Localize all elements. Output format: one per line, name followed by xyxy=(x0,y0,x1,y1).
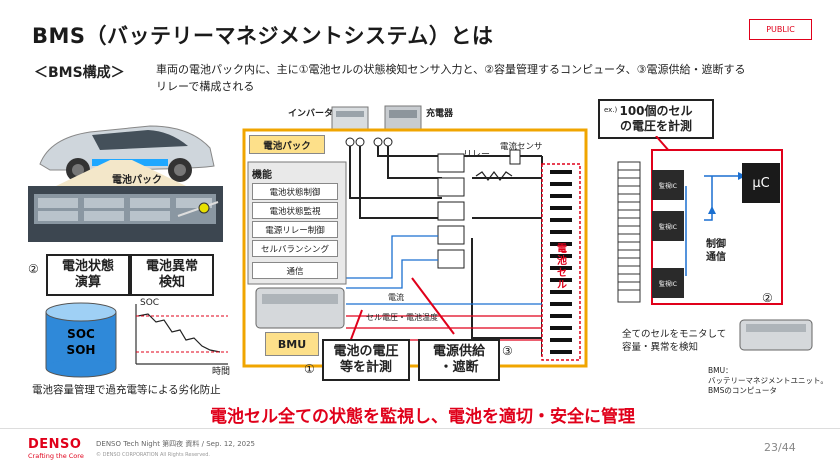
cell-label: 電池セル xyxy=(557,244,567,291)
footer-divider xyxy=(0,428,840,429)
monitor-ic: 監視IC xyxy=(652,170,684,200)
callout-text: 100個のセル の電圧を計測 xyxy=(619,104,693,133)
footer-event: DENSO Tech Night 第四夜 資料 / Sep. 12, 2025 xyxy=(96,440,256,448)
current-sensor-label: 電流センサ xyxy=(500,142,543,152)
description-text: 車両の電池パック内に、主に①電池セルの状態検知センサ入力と、②容量管理するコンピ… xyxy=(156,63,746,93)
battery-pack-label: 電池パック xyxy=(112,175,162,186)
voltage-temp-line-label: セル電圧・電池温度 xyxy=(366,313,438,322)
page-number: 23/44 xyxy=(764,441,796,454)
soc-cylinder xyxy=(45,302,117,378)
battery-pack-photo xyxy=(28,186,223,242)
monitor-ic: 監視IC xyxy=(652,268,684,298)
page-title: BMS（バッテリーマネジメントシステム）とは xyxy=(32,24,494,48)
function-item: 電源リレー制御 xyxy=(252,221,338,238)
control-comm-label: 制御 通信 xyxy=(706,239,726,263)
denso-logo: DENSO xyxy=(28,437,82,452)
circle-2-right: ② xyxy=(762,291,773,305)
power-supply-box: 電源供給 ・遮断 xyxy=(418,339,500,381)
bmu-definition: BMU： バッテリーマネジメントユニット。 BMSのコンピュータ xyxy=(708,366,828,395)
state-calc-box: 電池状態 演算 xyxy=(46,254,130,296)
function-item: セルバランシング xyxy=(252,240,338,257)
inverter-label: インバータ xyxy=(288,109,334,119)
circle-2-left: ② xyxy=(28,262,39,276)
charger-image xyxy=(384,105,422,131)
graph-y-label: SOC xyxy=(140,298,160,308)
callout-prefix: ex.) xyxy=(604,106,618,114)
current-line-label: 電流 xyxy=(388,293,404,302)
monitor-caption: 全てのセルをモニタして 容量・異常を検知 xyxy=(622,329,727,353)
ic-wiring-diagram xyxy=(617,136,783,305)
function-item: 電池状態監視 xyxy=(252,202,338,219)
circle-1: ① xyxy=(304,362,315,376)
charger-label: 充電器 xyxy=(426,109,454,119)
relay-label: リレー xyxy=(463,150,491,160)
function-item: 通信 xyxy=(252,262,338,279)
measure-voltage-box: 電池の電圧 等を計測 xyxy=(322,339,410,381)
bmu-unit-image xyxy=(739,319,813,351)
cell-measure-callout: ex.)100個のセル の電圧を計測 xyxy=(598,99,714,139)
soc-soh-label: SOC SOH xyxy=(66,327,96,357)
circle-3: ③ xyxy=(502,344,513,358)
pack-tab-label: 電池パック xyxy=(249,135,325,154)
section-heading: ＜BMS構成＞ xyxy=(34,65,125,81)
graph-x-label: 時間 xyxy=(212,367,231,377)
public-badge: PUBLIC xyxy=(749,19,812,40)
logo-tagline: Crafting the Core xyxy=(28,452,84,460)
function-item: 電池状態制御 xyxy=(252,183,338,200)
microcontroller-chip: μC xyxy=(742,163,780,203)
soc-graph xyxy=(135,304,228,365)
footer-copyright: © DENSO CORPORATION All Rights Reserved. xyxy=(96,452,210,458)
function-title: 機能 xyxy=(252,170,272,181)
pack-callout-triangle xyxy=(56,160,186,186)
monitor-ic: 監視IC xyxy=(652,211,684,241)
bmu-label: BMU xyxy=(265,332,319,356)
key-message: 電池セル全ての状態を監視し、電池を適切・安全に管理 xyxy=(210,407,635,427)
left-caption: 電池容量管理で過充電等による劣化防止 xyxy=(32,384,221,396)
abnormal-detect-box: 電池異常 検知 xyxy=(130,254,214,296)
